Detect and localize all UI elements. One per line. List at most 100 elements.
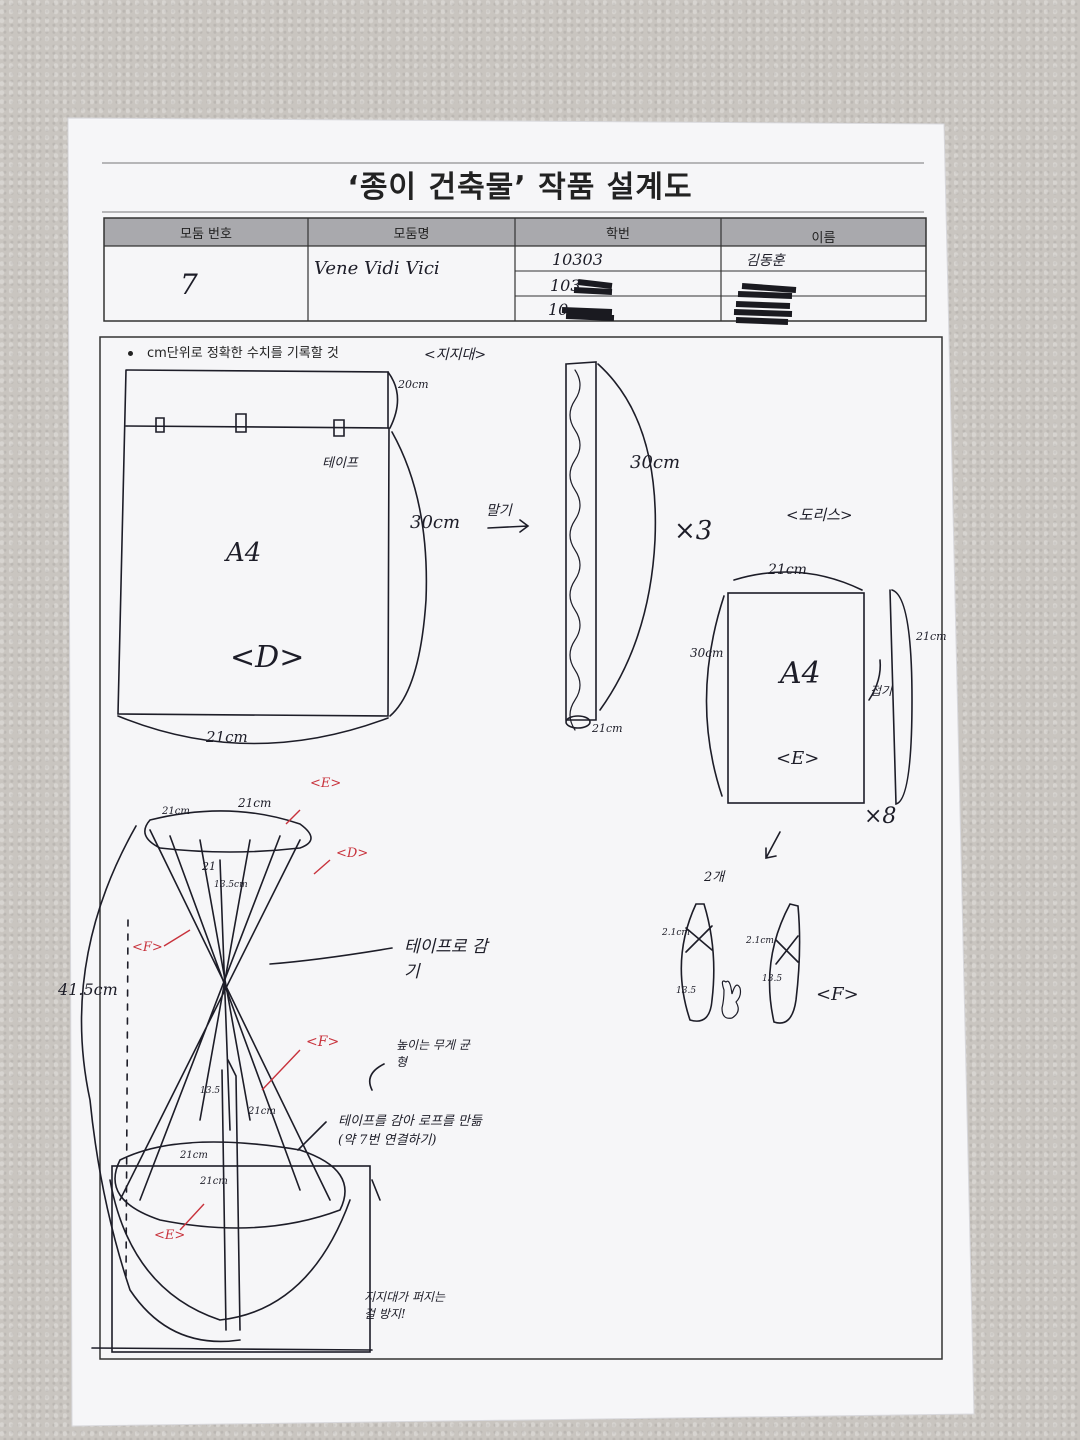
name-1: 김동훈	[746, 253, 785, 269]
asm-x-2	[199, 839, 251, 1131]
asm-base-box	[111, 1165, 371, 1353]
label-asm-135b: 13.5	[200, 1086, 221, 1096]
label-asm-tape-wrap: 테이프로 감기	[404, 937, 488, 982]
asm-x-1	[119, 829, 331, 1201]
student-id-2: 103	[550, 276, 581, 295]
label-asm-rope: 테이프를 감아 로프를 만듦 (약 7번 연결하기)	[338, 1114, 482, 1148]
label-d-sheet: A4	[226, 538, 262, 568]
d-bottom-arc	[117, 715, 389, 745]
label-roll-diameter: 21cm	[592, 722, 623, 735]
red-arrow-f-mid	[261, 1049, 301, 1091]
label-d-top-dim: 20cm	[398, 378, 429, 391]
asm-bottom-ring	[114, 1141, 346, 1229]
label-f-dim-d: 13.5	[762, 974, 783, 984]
bottom-arrow	[371, 1179, 381, 1201]
red-arrow-f-left	[163, 929, 191, 947]
label-e-times: ×8	[864, 804, 897, 829]
document-title: ‘종이 건축물’ 작품 설계도	[347, 170, 693, 205]
asm-center-post	[221, 1059, 241, 1331]
label-roll-height: 30cm	[630, 452, 681, 473]
label-f-dim-a: 2.1cm	[662, 928, 690, 938]
label-top-left-caption: <지지대>	[424, 347, 487, 363]
instruction-text: cm단위로 정확한 수치를 기록할 것	[147, 346, 339, 361]
f-piece-right	[768, 903, 801, 1024]
col-header-group-number: 모둠 번호	[180, 227, 232, 242]
student-id-3: 10	[548, 300, 569, 319]
e-folded-strip	[889, 589, 913, 806]
label-asm-f-left: <F>	[132, 940, 163, 955]
label-asm-d: <D>	[336, 846, 369, 861]
label-f-dim-c: 2.1cm	[746, 936, 774, 946]
label-e-height: 30cm	[690, 646, 724, 660]
redaction-marks	[561, 279, 797, 325]
label-d-tape: 테이프	[322, 456, 358, 471]
label-asm-e-bottom: <E>	[154, 1228, 186, 1243]
red-arrow-e-bottom	[179, 1203, 205, 1231]
balance-arrow	[368, 1063, 385, 1091]
label-asm-21b: 21cm	[238, 796, 272, 810]
label-e-sheet: A4	[780, 656, 821, 691]
asm-base-line	[91, 1347, 373, 1351]
roll-arrow	[487, 519, 530, 533]
label-f-tag: <F>	[816, 984, 859, 1005]
red-annotations	[163, 809, 331, 1231]
f-piece-left	[680, 903, 715, 1022]
tape-leader	[269, 947, 393, 965]
d-side-arc	[389, 431, 428, 717]
e-fold-arrow	[868, 659, 882, 701]
label-asm-21e: 21cm	[180, 1150, 208, 1161]
instruction-note: cm단위로 정확한 수치를 기록할 것	[128, 342, 339, 361]
hand-sketches	[80, 361, 913, 1353]
col-header-group-name: 모둠명	[393, 227, 430, 242]
roll-tube	[565, 361, 597, 721]
roll-bottom	[565, 715, 591, 729]
label-e-caption: <도리스>	[786, 506, 853, 524]
label-e-tag: <E>	[776, 748, 820, 769]
label-f-count: 2개	[704, 870, 725, 885]
col-header-student-id: 학번	[606, 227, 630, 242]
asm-bottom-bowl	[109, 1179, 351, 1321]
rope-leader	[297, 1121, 327, 1151]
e-down-arrow	[765, 831, 781, 859]
label-roll-times: ×3	[674, 516, 713, 546]
label-asm-21a: 21cm	[162, 806, 190, 817]
roll-height-arc	[597, 363, 657, 711]
asm-top-bar	[144, 810, 312, 853]
red-arrow-e	[285, 809, 301, 825]
col-header-name: 이름	[811, 231, 836, 246]
student-id-1: 10303	[552, 250, 603, 269]
label-asm-e: <E>	[310, 776, 342, 791]
paper-sheet	[67, 117, 975, 1427]
e-left-arc	[705, 595, 725, 797]
group-number-value: 7	[180, 268, 198, 301]
label-asm-f-mid: <F>	[306, 1034, 340, 1050]
group-name-value: Vene Vidi Vici	[314, 258, 440, 279]
red-arrow-d	[313, 859, 331, 875]
label-roll-arrow: 말기	[486, 503, 512, 519]
label-d-tag: <D>	[230, 640, 305, 675]
label-asm-21f: 21cm	[200, 1176, 228, 1187]
label-e-fold: 접기	[870, 684, 893, 698]
label-assembly-height: 41.5cm	[58, 980, 118, 999]
e-sheet-outline	[727, 592, 865, 804]
rabbit-doodle	[721, 980, 742, 1019]
label-asm-balance: 높이는 무게 균형	[396, 1038, 470, 1069]
d-top-arc	[387, 371, 399, 429]
label-f-dim-b: 13.5	[676, 986, 697, 996]
label-asm-21d: 21cm	[248, 1106, 276, 1117]
d-tape-marks	[155, 413, 345, 437]
f-piece-left-x	[685, 925, 713, 953]
label-d-width: 21cm	[206, 728, 248, 746]
content-frame	[99, 336, 943, 1360]
bullet-dot	[128, 351, 133, 356]
label-asm-135a: 13.5cm	[214, 880, 248, 890]
label-asm-bottom-note: 지지대가 퍼지는 걸 방지!	[364, 1290, 446, 1321]
f-piece-right-x	[775, 935, 799, 965]
asm-height-dash	[125, 919, 129, 1281]
e-top-arc	[733, 571, 863, 591]
label-asm-21c: 21	[202, 860, 216, 873]
asm-outer-left	[80, 825, 241, 1343]
label-e-side-dim: 21cm	[916, 630, 947, 643]
